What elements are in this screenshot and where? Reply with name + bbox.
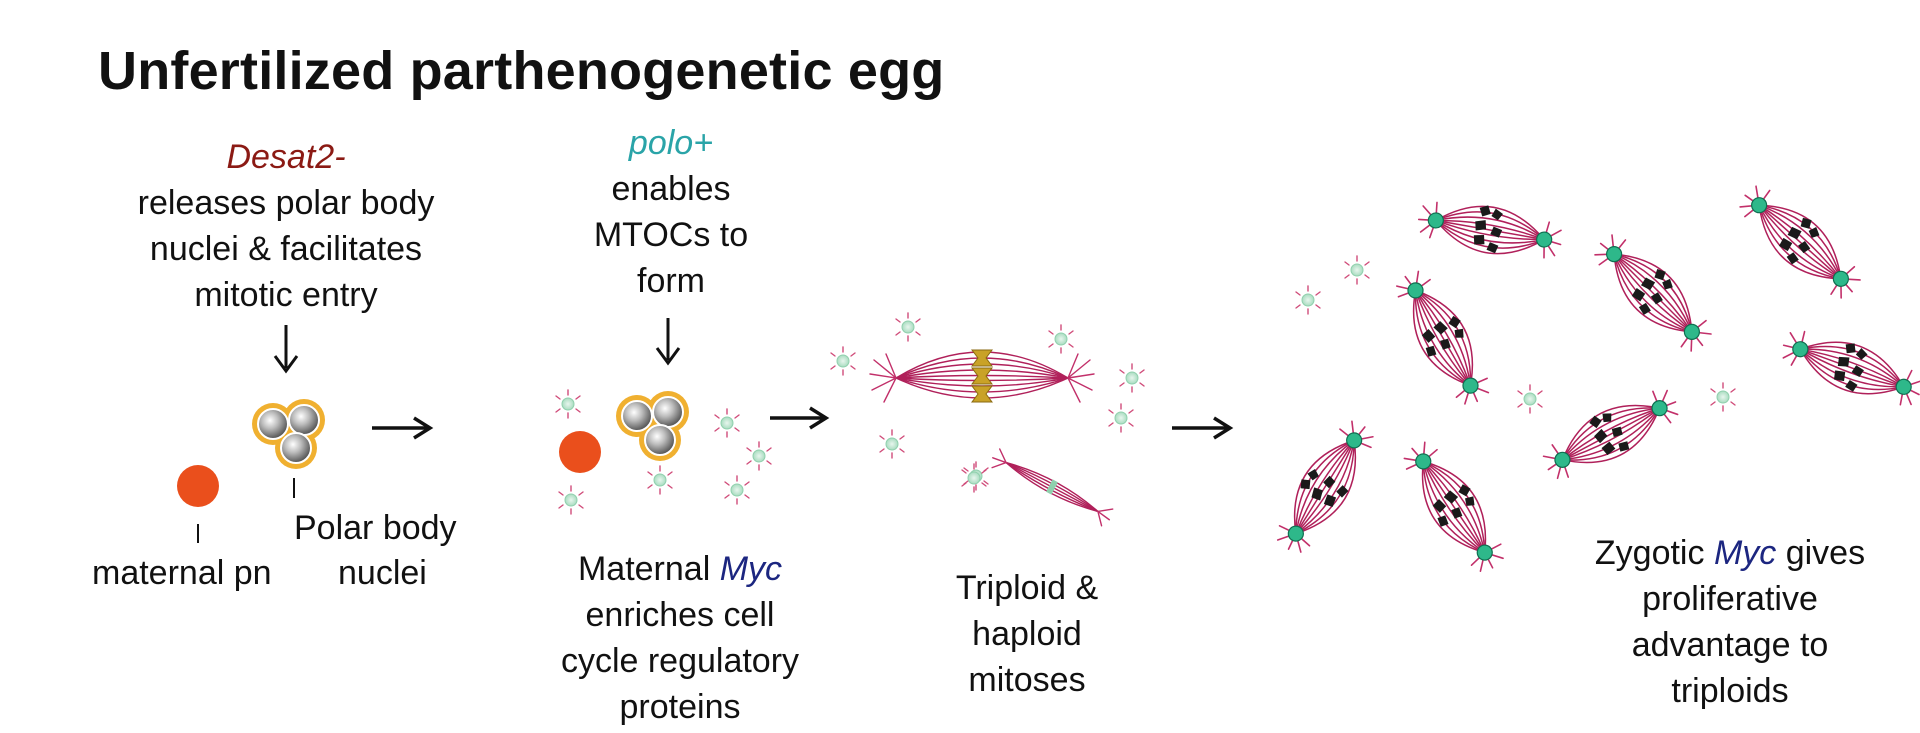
mtoc-4 xyxy=(647,465,673,495)
mtoc-3 xyxy=(746,441,772,471)
polar-body-nuclei xyxy=(251,398,326,470)
diagram-title: Unfertilized parthenogenetic egg xyxy=(98,41,945,101)
step1-text: Desat2- releases polar body nuclei & fac… xyxy=(96,134,476,318)
polar-body-label-1: Polar body xyxy=(294,509,457,547)
mtoc-17 xyxy=(1517,384,1543,414)
mtoc-18 xyxy=(1710,382,1736,412)
spindle-3 xyxy=(1585,224,1722,361)
step4-line-2: advantage to xyxy=(1631,626,1829,664)
step2-graphics xyxy=(555,318,830,515)
step4-graphics xyxy=(1265,175,1920,581)
polar-body-label-2: nuclei xyxy=(338,554,427,592)
mtoc-16 xyxy=(1344,255,1370,285)
spindle-5 xyxy=(1775,320,1920,416)
step2-bottom-line-2: cycle regulatory xyxy=(560,642,800,680)
arrow-1-head xyxy=(413,416,434,440)
mtoc-5 xyxy=(724,475,750,505)
step2-line-3: form xyxy=(637,262,705,300)
zygotic-myc-label: Myc xyxy=(1713,534,1777,572)
step2-bottom-line-3: proteins xyxy=(619,688,741,726)
step1-line-3: mitotic entry xyxy=(194,276,378,314)
step2-down-arrow-head xyxy=(655,347,681,366)
step2-line-1: enables xyxy=(611,170,731,208)
step2-bottom-line-1: enriches cell xyxy=(585,596,775,634)
mtoc-14 xyxy=(961,463,987,493)
step1-down-arrow-head xyxy=(273,355,299,374)
step3-line-3: mitoses xyxy=(968,661,1086,699)
mtoc-11 xyxy=(1108,403,1134,433)
spindle-8 xyxy=(1393,433,1515,581)
arrow-2-head xyxy=(809,406,830,430)
step2-bottom-line-0: Maternal Myc xyxy=(520,546,840,592)
polar-body-nuclei-2 xyxy=(615,390,690,462)
mtoc-9 xyxy=(1048,324,1074,354)
triploid-spindle xyxy=(869,349,1095,403)
arrow-3-head xyxy=(1213,416,1234,440)
spindle-7 xyxy=(1265,412,1384,562)
step3-line-2: haploid xyxy=(972,615,1082,653)
step1-line-2: nuclei & facilitates xyxy=(149,230,423,268)
mtoc-15 xyxy=(1295,285,1321,315)
step4-line-1: proliferative xyxy=(1642,580,1818,618)
step4-line-0: Zygotic Myc gives xyxy=(1560,530,1900,576)
maternal-prefix: Maternal xyxy=(577,550,720,588)
step4-line-3: triploids xyxy=(1671,672,1789,710)
polo-label: polo+ xyxy=(628,124,714,162)
maternal-pn-label: maternal pn xyxy=(92,554,272,592)
mtoc-8 xyxy=(830,346,856,376)
spindle-1 xyxy=(1414,193,1566,266)
step2-bottom-text: Maternal Myc enriches cell cycle regulat… xyxy=(520,546,840,730)
step1-graphics xyxy=(177,325,434,543)
maternal-pronucleus xyxy=(177,465,219,507)
step3-graphics xyxy=(830,312,1234,527)
zygotic-prefix: Zygotic xyxy=(1594,534,1714,572)
mtoc-7 xyxy=(895,312,921,342)
haploid-spindle xyxy=(991,448,1114,527)
step2-line-2: MTOCs to xyxy=(593,216,749,254)
mtoc-2 xyxy=(714,408,740,438)
zygotic-suffix: gives xyxy=(1776,534,1866,572)
desat2-label: Desat2- xyxy=(226,138,346,176)
mtoc-12 xyxy=(879,429,905,459)
step4-text: Zygotic Myc gives proliferative advantag… xyxy=(1560,530,1900,714)
spindle-2 xyxy=(1386,262,1501,413)
step3-line-1: Triploid & xyxy=(955,569,1099,607)
step1-line-1: releases polar body xyxy=(137,184,435,222)
mtoc-1 xyxy=(555,389,581,419)
maternal-pronucleus-2 xyxy=(559,431,601,473)
mtoc-6 xyxy=(558,485,584,515)
step2-top-text: polo+ enables MTOCs to form xyxy=(566,120,776,304)
mtoc-10 xyxy=(1119,363,1145,393)
maternal-myc-label: Myc xyxy=(719,550,783,588)
spindle-6 xyxy=(1535,378,1687,489)
spindle-4 xyxy=(1730,175,1871,309)
step3-text: Triploid & haploid mitoses xyxy=(917,565,1137,703)
